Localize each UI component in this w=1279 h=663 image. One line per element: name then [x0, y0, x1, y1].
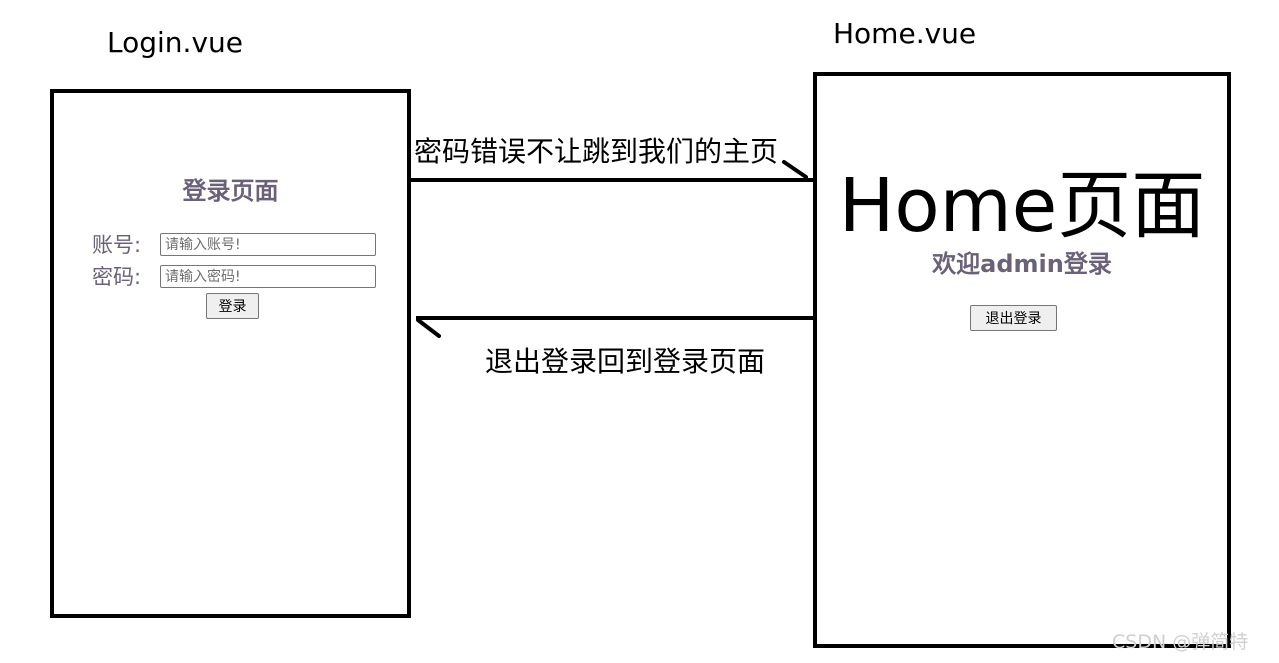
- account-input[interactable]: 请输入账号!: [160, 232, 376, 256]
- account-row: 账号: 请输入账号!: [92, 230, 376, 258]
- home-file-label: Home.vue: [833, 17, 977, 50]
- password-input[interactable]: 请输入密码!: [160, 264, 376, 288]
- welcome-text: 欢迎admin登录: [932, 250, 1112, 278]
- password-label: 密码:: [92, 265, 142, 289]
- login-file-label: Login.vue: [107, 26, 243, 59]
- account-label: 账号:: [92, 233, 142, 257]
- watermark: CSDN @弹简特: [1112, 631, 1249, 653]
- logout-button[interactable]: 退出登录: [970, 305, 1057, 331]
- forward-arrow-label: 密码错误不让跳到我们的主页: [414, 135, 779, 168]
- login-page-title: 登录页面: [182, 177, 279, 205]
- login-button[interactable]: 登录: [206, 293, 259, 319]
- password-row: 密码: 请输入密码!: [92, 262, 376, 290]
- back-arrow-label: 退出登录回到登录页面: [485, 345, 766, 378]
- login-page-frame: 登录页面 账号: 请输入账号! 密码: 请输入密码! 登录: [50, 89, 411, 618]
- home-page-frame: Home页面 欢迎admin登录 退出登录: [813, 72, 1231, 648]
- home-big-title: Home页面: [838, 163, 1206, 249]
- back-arrow: [416, 316, 815, 338]
